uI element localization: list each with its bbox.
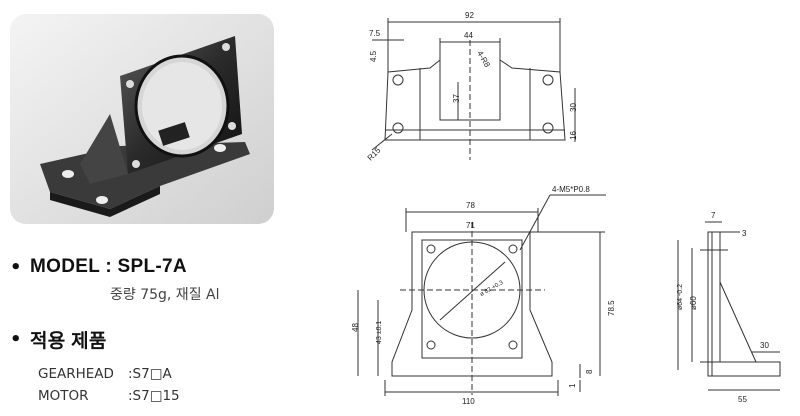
bullet-icon: • [10,329,22,350]
dim-hole-offset: 4.5 [369,50,378,62]
dim-lip: 3 [742,229,747,238]
applicable-title: 적용 제품 [30,331,107,352]
dim-base-width: 110 [462,397,475,406]
dim-thickness: 7 [711,211,716,220]
dim-total-height: 78.5 [607,300,616,316]
spec-panel: • MODEL : SPL-7A 중량 75g, 재질 Al • 적용 제품 G… [10,250,310,410]
weight-material: 중량 75g, 재질 Al [110,287,220,303]
dim-foot: 8 [585,369,594,374]
gearhead-value: :S7□A [128,366,172,382]
note-holes: 4-M5*P0.8 [552,185,590,194]
dim-foot-len: 30 [760,341,769,350]
dim-pilot: ø64 -0.2 [677,284,684,310]
note-radius: 4-R8 [475,49,492,69]
model-row: • MODEL : SPL-7A [10,256,187,278]
front-view [357,194,606,396]
motor-value: :S7□15 [128,388,180,404]
dim-width-top: 92 [465,11,474,20]
dim-bore: ø 82 +0.3 [479,280,505,298]
dim-inner: ø60 [689,296,698,310]
product-photo [10,14,274,224]
dim-base-len: 55 [738,395,747,404]
gearhead-label: GEARHEAD [38,366,114,382]
dim-outer-front: 78 [466,201,475,210]
top-view [371,18,576,160]
bullet-icon: • [10,256,22,278]
side-view [677,221,781,391]
motor-row: MOTOR :S7□15 [38,388,180,404]
gearhead-row: GEARHEAD :S7□A [38,366,172,382]
dim-height-top: 30 [569,103,578,112]
motor-label: MOTOR [38,388,89,404]
model-label: MODEL : SPL-7A [30,256,187,277]
note-corner: R15 [366,145,383,162]
dim-left-height: 48 [351,323,360,332]
applicable-row: • 적용 제품 [10,326,107,353]
dim-base-top: 16 [569,131,578,140]
dim-pitch-front: 71 [466,221,475,230]
bracket-photo-illustration [10,14,274,224]
dim-center: 43 ±0.1 [376,321,383,344]
dim-slot-depth: 37 [452,94,461,103]
dim-edge-top: 7.5 [369,29,381,38]
dim-slot-top: 44 [464,31,473,40]
dim-foot-gap: 1 [568,383,577,388]
